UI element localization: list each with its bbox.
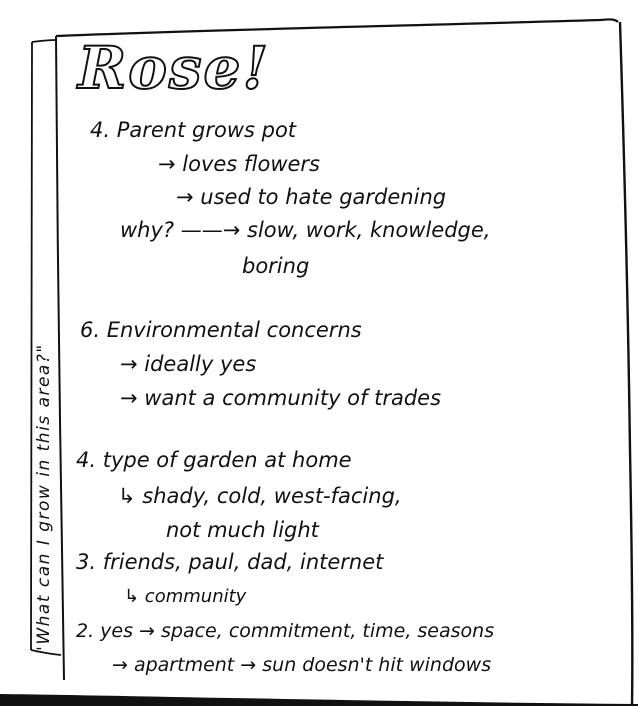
note-line: 2. yes → space, commitment, time, season… [76,620,495,642]
note-line: 6. Environmental concerns [80,318,362,342]
note-line: not much light [166,518,319,542]
bottom-edge-shadow [0,694,638,706]
note-line: → used to hate gardening [176,185,447,209]
page-title: Rose! [77,33,270,103]
note-line: 4. Parent grows pot [90,118,297,142]
note-line: 4. type of garden at home [76,448,352,472]
note-line: why? ——→ slow, work, knowledge, [120,218,491,242]
note-line: ↳ community [124,586,247,607]
note-line: → ideally yes [120,352,257,376]
note-line: ↳ shady, cold, west-facing, [118,484,402,508]
note-line: → want a community of trades [120,386,442,410]
note-line: 3. friends, paul, dad, internet [76,550,384,574]
note-line: → apartment → sun doesn't hit windows [112,654,492,676]
note-line: boring [242,254,310,278]
side-question-note: "What can I grow in this area?" [34,343,54,654]
note-line: → loves flowers [158,152,321,176]
